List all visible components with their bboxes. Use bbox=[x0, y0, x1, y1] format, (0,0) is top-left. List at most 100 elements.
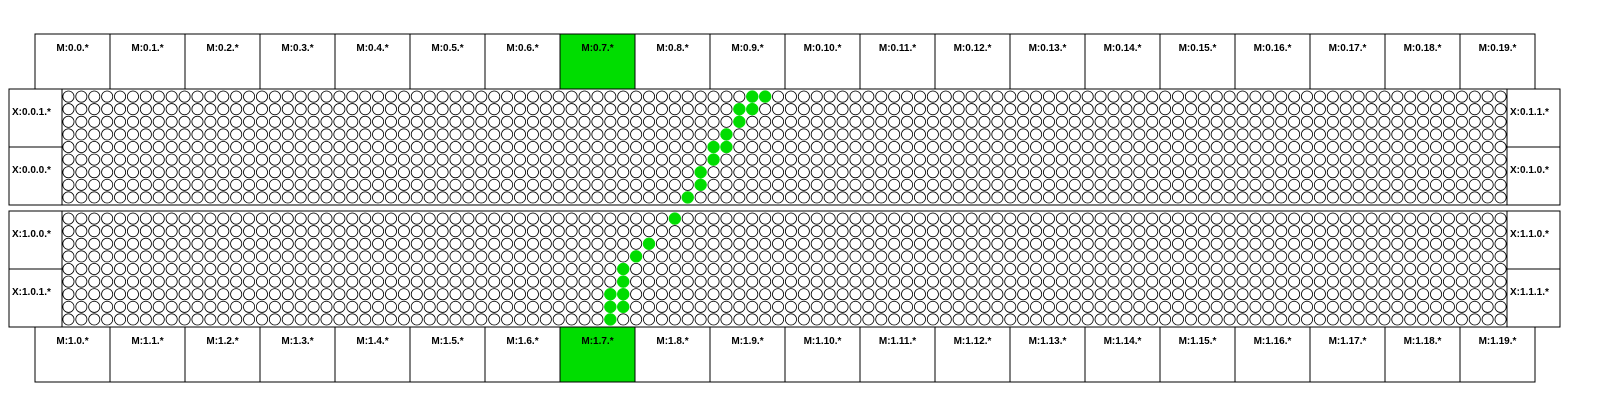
connection-dot bbox=[514, 128, 527, 141]
connection-dot bbox=[1146, 212, 1159, 225]
connection-dot bbox=[268, 262, 281, 275]
connection-dot bbox=[1094, 262, 1107, 275]
connection-dot bbox=[1288, 275, 1301, 288]
connection-dot bbox=[1442, 103, 1455, 116]
connection-dot bbox=[836, 178, 849, 191]
connection-dot bbox=[1468, 140, 1481, 153]
connection-dot bbox=[926, 262, 939, 275]
connection-dot bbox=[539, 288, 552, 301]
connection-dot bbox=[1442, 313, 1455, 326]
connection-dot bbox=[1352, 140, 1365, 153]
connection-dot bbox=[1197, 128, 1210, 141]
connection-dot bbox=[462, 262, 475, 275]
connection-dot bbox=[810, 115, 823, 128]
connection-dot bbox=[384, 178, 397, 191]
connection-dot bbox=[591, 178, 604, 191]
connection-dot bbox=[410, 275, 423, 288]
connection-dot bbox=[1107, 128, 1120, 141]
connection-dot bbox=[655, 153, 668, 166]
connection-dot bbox=[1275, 250, 1288, 263]
connection-dot bbox=[101, 313, 114, 326]
connection-dot bbox=[114, 300, 127, 313]
connection-dot bbox=[1120, 212, 1133, 225]
connection-dot bbox=[1017, 288, 1030, 301]
connection-dot bbox=[1262, 178, 1275, 191]
connection-dot bbox=[746, 212, 759, 225]
module-label: M:0.5.* bbox=[431, 43, 463, 54]
connection-dot bbox=[88, 237, 101, 250]
connection-dot bbox=[1430, 191, 1443, 204]
connection-dot bbox=[1197, 313, 1210, 326]
port-label-cell-left bbox=[8, 146, 63, 206]
connection-dot bbox=[1107, 225, 1120, 238]
connection-dot bbox=[268, 103, 281, 116]
module-label: M:0.16.* bbox=[1254, 43, 1292, 54]
connection-dot bbox=[784, 166, 797, 179]
connection-dot bbox=[1468, 275, 1481, 288]
connection-dot bbox=[1042, 237, 1055, 250]
connection-dot bbox=[965, 262, 978, 275]
connection-dot bbox=[1146, 313, 1159, 326]
connection-dot bbox=[1378, 153, 1391, 166]
connection-dot bbox=[746, 191, 759, 204]
connection-dot bbox=[526, 115, 539, 128]
connection-dot bbox=[862, 103, 875, 116]
connection-dot bbox=[139, 178, 152, 191]
connection-dot bbox=[1172, 153, 1185, 166]
connection-dot bbox=[320, 275, 333, 288]
connection-dot bbox=[346, 178, 359, 191]
connection-dot-active bbox=[707, 153, 720, 166]
connection-dot bbox=[320, 191, 333, 204]
connection-dot bbox=[1365, 128, 1378, 141]
connection-dot bbox=[333, 191, 346, 204]
connection-dot bbox=[772, 140, 785, 153]
connection-dot bbox=[88, 166, 101, 179]
connection-dot bbox=[1326, 128, 1339, 141]
connection-dot bbox=[1172, 300, 1185, 313]
connection-dot bbox=[488, 128, 501, 141]
connection-dot bbox=[88, 288, 101, 301]
connection-dot bbox=[926, 153, 939, 166]
connection-dot bbox=[359, 313, 372, 326]
connection-dot bbox=[475, 300, 488, 313]
connection-dot bbox=[681, 128, 694, 141]
connection-dot bbox=[191, 275, 204, 288]
connection-dot bbox=[1223, 191, 1236, 204]
connection-dot bbox=[1404, 212, 1417, 225]
connection-dot bbox=[1417, 300, 1430, 313]
connection-dot bbox=[668, 262, 681, 275]
connection-dot bbox=[281, 103, 294, 116]
connection-dot bbox=[255, 313, 268, 326]
connection-dot bbox=[1004, 250, 1017, 263]
connection-dot bbox=[436, 140, 449, 153]
connection-dot bbox=[759, 166, 772, 179]
connection-dot bbox=[268, 191, 281, 204]
connection-dot bbox=[681, 90, 694, 103]
connection-dot bbox=[178, 153, 191, 166]
connection-dot bbox=[552, 288, 565, 301]
connection-dot bbox=[1430, 103, 1443, 116]
connection-dot-active bbox=[720, 128, 733, 141]
connection-dot bbox=[423, 262, 436, 275]
connection-dot bbox=[1042, 103, 1055, 116]
connection-dot bbox=[643, 275, 656, 288]
connection-dot bbox=[255, 140, 268, 153]
connection-dot bbox=[320, 178, 333, 191]
connection-dot bbox=[346, 191, 359, 204]
connection-dot bbox=[630, 262, 643, 275]
connection-dot bbox=[759, 275, 772, 288]
connection-dot bbox=[578, 275, 591, 288]
module-cell-highlighted bbox=[559, 33, 636, 90]
connection-dot bbox=[1301, 275, 1314, 288]
connection-dot bbox=[501, 288, 514, 301]
module-cell bbox=[859, 33, 936, 90]
connection-dot bbox=[759, 153, 772, 166]
connection-dot bbox=[359, 212, 372, 225]
connection-dot bbox=[810, 191, 823, 204]
connection-dot bbox=[1365, 250, 1378, 263]
connection-dot bbox=[707, 166, 720, 179]
connection-dot bbox=[165, 140, 178, 153]
connection-dot bbox=[1107, 115, 1120, 128]
connection-dot bbox=[1042, 288, 1055, 301]
connection-dot bbox=[1391, 300, 1404, 313]
